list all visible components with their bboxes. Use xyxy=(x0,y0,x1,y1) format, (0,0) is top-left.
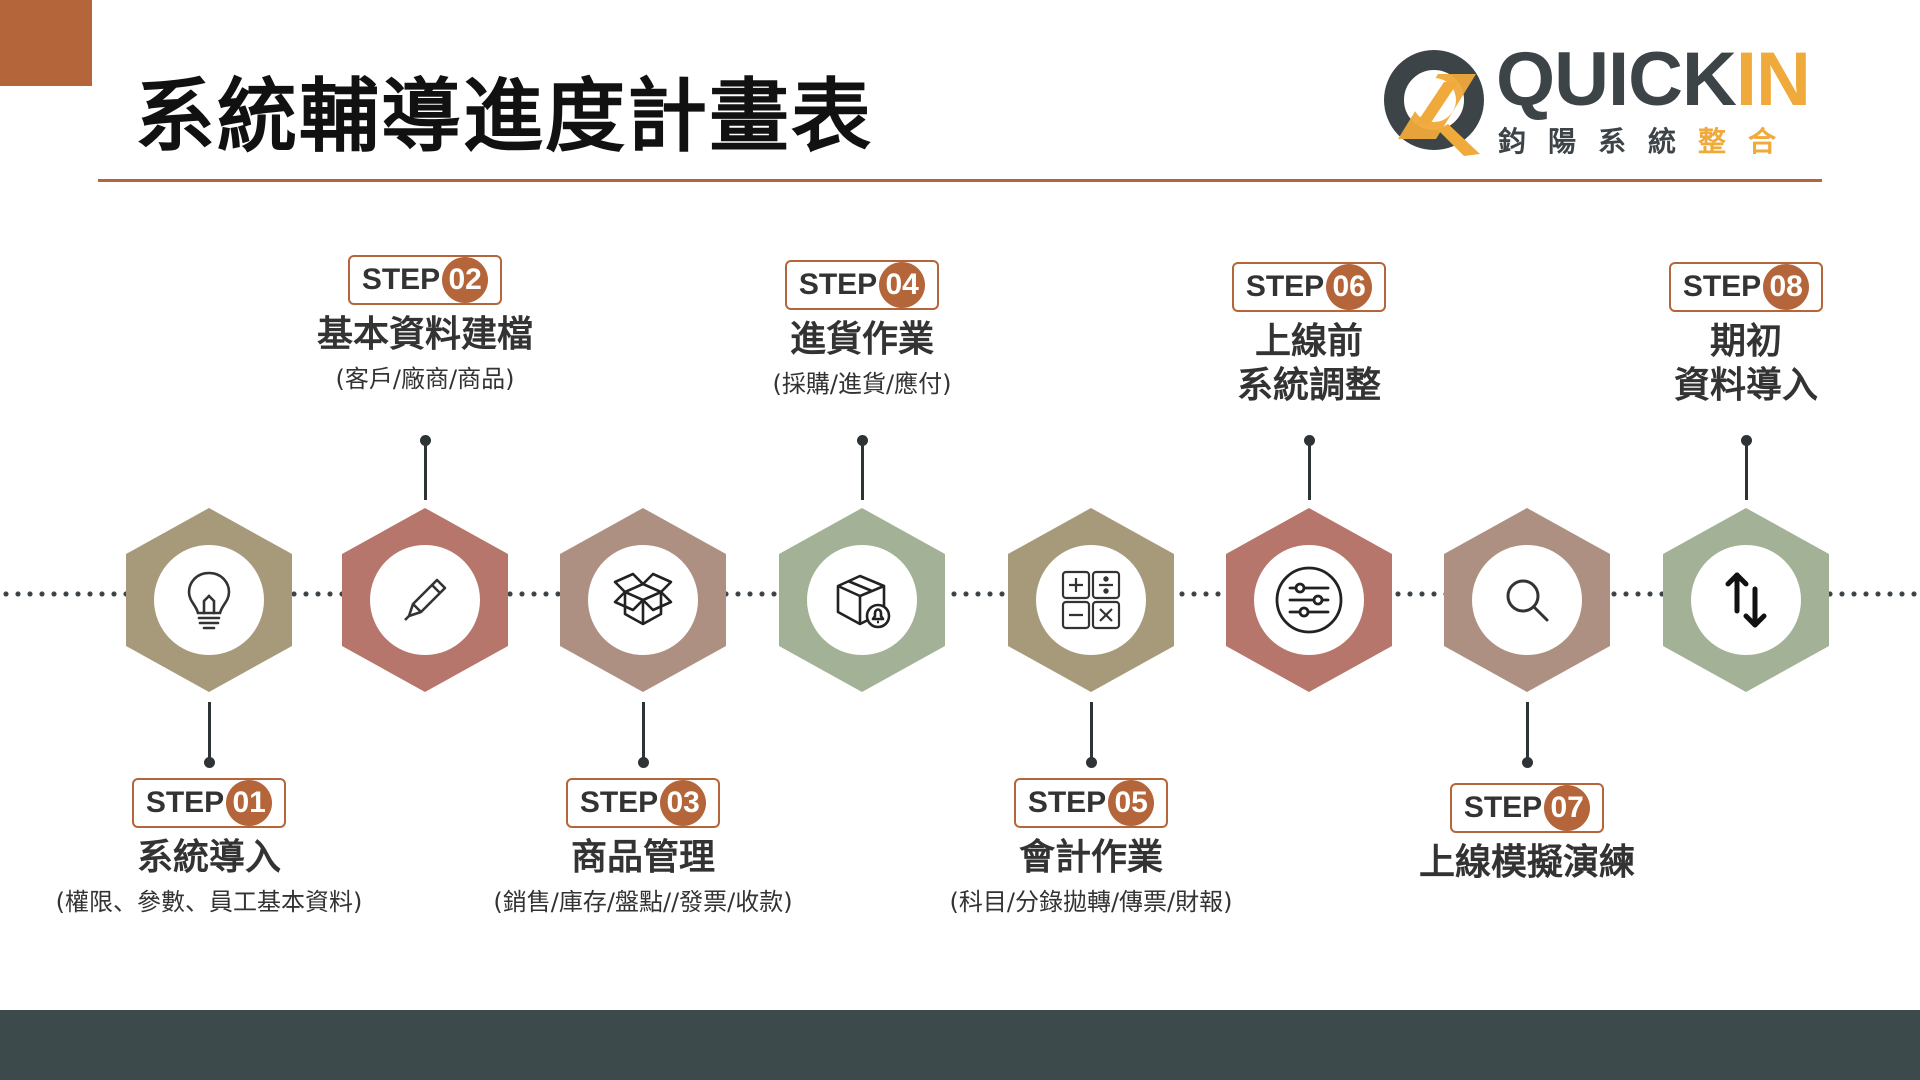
step-01-title-line: 系統導入 xyxy=(136,837,281,878)
step-07-connector xyxy=(1525,702,1529,762)
step-06-hexagon xyxy=(1226,508,1392,692)
step-06-title-line: 系統調整 xyxy=(1236,365,1381,406)
logo-wordmark-accent: IN xyxy=(1735,37,1811,122)
step-06-icon-circle xyxy=(1254,545,1364,655)
step-05-icon-circle xyxy=(1036,545,1146,655)
step-04-connector-dot xyxy=(856,434,868,446)
step-02-connector xyxy=(423,440,427,500)
step-01-connector xyxy=(207,702,211,762)
calculator-icon xyxy=(1059,568,1123,632)
step-02-subtitle: (客戶/廠商/商品) xyxy=(335,365,515,393)
step-word: STEP xyxy=(361,263,441,296)
search-icon xyxy=(1499,572,1555,628)
step-02-hexagon xyxy=(342,508,508,692)
step-number: 03 xyxy=(660,780,707,826)
quickin-q-mark-icon xyxy=(1384,50,1484,156)
step-07-icon-circle xyxy=(1472,545,1582,655)
step-02-icon-circle xyxy=(370,545,480,655)
step-number: 07 xyxy=(1544,785,1591,831)
step-word: STEP xyxy=(1682,270,1762,303)
step-03-connector xyxy=(641,702,645,762)
step-02-title-line: 基本資料建檔 xyxy=(316,314,533,355)
up-down-arrows-icon xyxy=(1718,569,1774,631)
package-alert-icon xyxy=(830,568,894,632)
step-03-title-line: 商品管理 xyxy=(570,837,715,878)
step-word: STEP xyxy=(1245,270,1325,303)
step-number: 05 xyxy=(1108,780,1155,826)
page-title: 系統輔導進度計畫表 xyxy=(135,70,873,163)
corner-accent xyxy=(0,0,92,86)
step-08-connector-dot xyxy=(1740,434,1752,446)
step-07-hexagon xyxy=(1444,508,1610,692)
step-01-icon-circle xyxy=(154,545,264,655)
step-08-connector xyxy=(1744,440,1748,500)
step-04-hexagon xyxy=(779,508,945,692)
title-divider xyxy=(98,179,1822,182)
sliders-icon xyxy=(1274,565,1344,635)
step-number: 08 xyxy=(1763,264,1810,310)
step-01-connector-dot xyxy=(203,756,215,768)
step-04-title-line: 進貨作業 xyxy=(789,319,934,360)
step-08-hexagon xyxy=(1663,508,1829,692)
pencil-icon xyxy=(397,572,453,628)
step-04-subtitle: (採購/進貨/應付) xyxy=(772,370,952,398)
step-04-connector xyxy=(860,440,864,500)
step-06-connector xyxy=(1307,440,1311,500)
step-08-icon-circle xyxy=(1691,545,1801,655)
quickin-logo: QUICKIN 鈞陽系統整合 xyxy=(1378,42,1828,162)
step-08-title-line: 期初 xyxy=(1709,321,1782,362)
step-word: STEP xyxy=(1027,786,1107,819)
step-03-hexagon xyxy=(560,508,726,692)
step-word: STEP xyxy=(1463,791,1543,824)
lightbulb-icon xyxy=(182,569,236,631)
step-word: STEP xyxy=(798,268,878,301)
step-number: 02 xyxy=(442,257,489,303)
step-03-icon-circle xyxy=(588,545,698,655)
logo-subtitle-accent: 整合 xyxy=(1698,125,1799,158)
step-05-connector-dot xyxy=(1085,756,1097,768)
step-03-subtitle: (銷售/庫存/盤點//發票/收款) xyxy=(493,888,793,916)
step-word: STEP xyxy=(145,786,225,819)
logo-subtitle: 鈞陽系統整合 xyxy=(1498,120,1798,160)
step-04-icon-circle xyxy=(807,545,917,655)
step-05-title-line: 會計作業 xyxy=(1018,837,1163,878)
step-06-connector-dot xyxy=(1303,434,1315,446)
logo-wordmark: QUICKIN xyxy=(1496,42,1811,118)
step-word: STEP xyxy=(579,786,659,819)
step-number: 06 xyxy=(1326,264,1373,310)
step-03-connector-dot xyxy=(637,756,649,768)
step-05-subtitle: (科目/分錄拋轉/傳票/財報) xyxy=(949,888,1233,916)
step-07-connector-dot xyxy=(1521,756,1533,768)
step-01-subtitle: (權限、參數、員工基本資料) xyxy=(55,888,363,916)
logo-subtitle-main: 鈞陽系統 xyxy=(1498,125,1699,158)
step-08-title-line: 資料導入 xyxy=(1673,365,1818,406)
step-05-hexagon xyxy=(1008,508,1174,692)
step-number: 01 xyxy=(226,780,273,826)
step-07-title-line: 上線模擬演練 xyxy=(1418,842,1635,883)
step-number: 04 xyxy=(879,262,926,308)
timeline-dotted-line xyxy=(0,590,1920,598)
footer-bar xyxy=(0,1010,1920,1080)
step-01-hexagon xyxy=(126,508,292,692)
logo-wordmark-main: QUICK xyxy=(1496,37,1737,122)
step-05-connector xyxy=(1089,702,1093,762)
step-02-connector-dot xyxy=(419,434,431,446)
step-06-title-line: 上線前 xyxy=(1254,321,1363,362)
open-box-icon xyxy=(611,570,675,630)
